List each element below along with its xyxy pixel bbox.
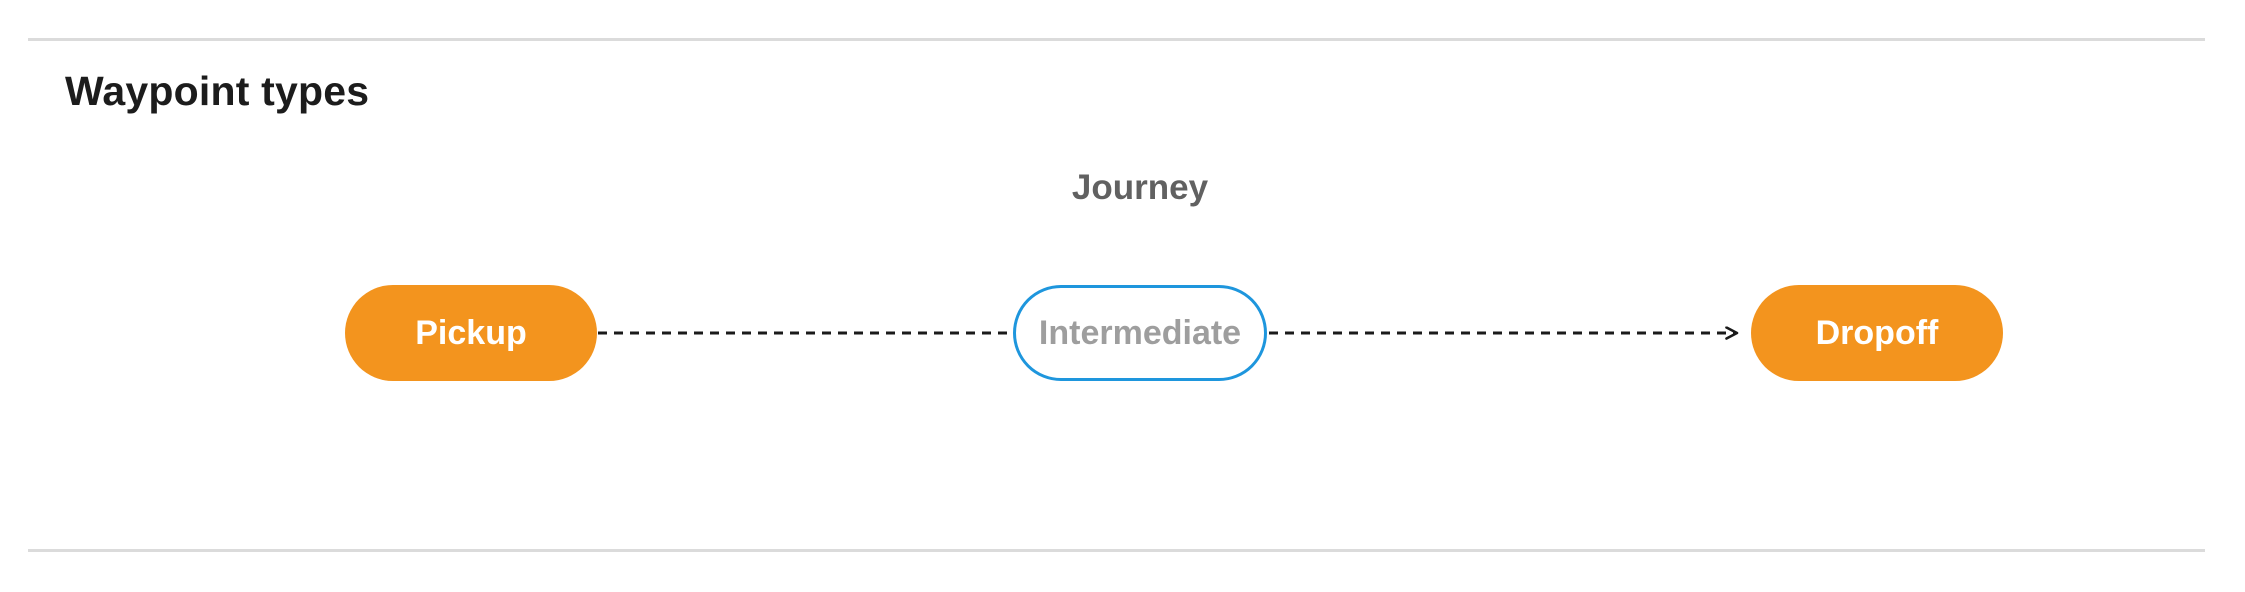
node-intermediate: Intermediate [1013, 285, 1267, 381]
bottom-divider [28, 549, 2205, 552]
node-dropoff: Dropoff [1751, 285, 2003, 381]
diagram-title: Journey [1071, 168, 1209, 207]
top-divider [28, 38, 2205, 41]
node-pickup: Pickup [345, 285, 597, 381]
page-title: Waypoint types [65, 68, 370, 114]
